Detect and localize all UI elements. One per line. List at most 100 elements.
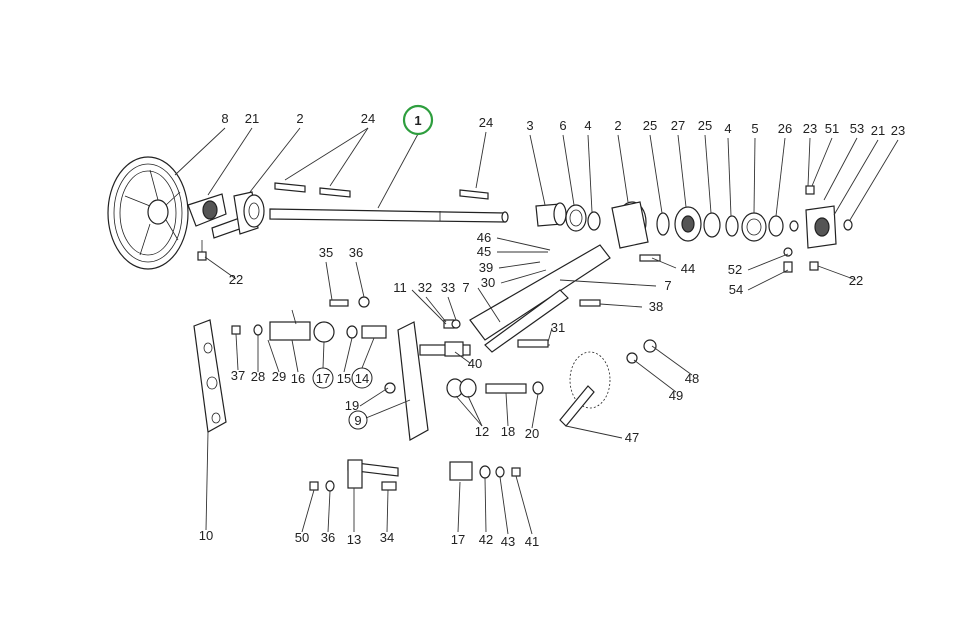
leader-line: [807, 137, 811, 187]
callout-34: 34: [380, 530, 394, 545]
leader-line: [747, 269, 789, 291]
callout-7-left: 7: [462, 280, 469, 295]
leader-line: [454, 351, 471, 364]
callout-51: 51: [825, 121, 839, 136]
callout-4-b: 4: [724, 121, 731, 136]
shaft-keys: [274, 182, 489, 200]
leader-line: [477, 287, 501, 323]
leader-line: [633, 359, 677, 393]
leader-line: [291, 339, 299, 373]
leader-line: [249, 127, 301, 193]
leader-line: [205, 431, 209, 531]
callout-14: 14: [355, 371, 369, 386]
bearing-block-right: [783, 185, 853, 273]
callout-10: 10: [199, 528, 213, 543]
callout-35: 35: [319, 245, 333, 260]
leader-line: [455, 395, 483, 427]
leader-line: [484, 477, 487, 533]
callout-44: 44: [681, 261, 695, 276]
leader-line: [498, 261, 541, 269]
leader-line: [359, 387, 389, 407]
lower-assembly: [309, 459, 521, 492]
callout-31: 31: [551, 320, 565, 335]
callout-1: 1: [414, 113, 421, 128]
leader-line: [325, 261, 333, 301]
leader-line: [811, 137, 833, 187]
leader-line: [727, 137, 732, 217]
leader-line: [329, 127, 369, 187]
callout-22-left: 22: [229, 272, 243, 287]
leader-lines: [174, 127, 899, 535]
leader-line: [457, 481, 461, 533]
leader-line: [322, 341, 325, 369]
callout-11: 11: [393, 280, 407, 295]
leader-line: [587, 134, 593, 213]
callout-28: 28: [251, 369, 265, 384]
callout-47: 47: [625, 430, 639, 445]
leader-line: [343, 337, 353, 373]
leader-line: [562, 134, 575, 206]
plate-part: [193, 319, 227, 433]
callout-23-a: 23: [803, 121, 817, 136]
leader-line: [651, 257, 677, 269]
callout-25-b: 25: [698, 118, 712, 133]
callout-4-a: 4: [584, 118, 591, 133]
right-shaft-components: [535, 201, 799, 249]
leader-line: [677, 134, 687, 208]
leader-line: [365, 399, 411, 419]
leader-line: [704, 134, 712, 214]
callout-54: 54: [729, 282, 743, 297]
callout-30: 30: [481, 275, 495, 290]
leader-line: [559, 279, 657, 287]
callout-22-right: 22: [849, 273, 863, 288]
callout-21-right: 21: [871, 123, 885, 138]
leader-line: [849, 139, 899, 221]
leader-line: [496, 237, 551, 251]
leader-line: [599, 303, 643, 308]
leader-line: [529, 134, 546, 206]
callout-3: 3: [526, 118, 533, 133]
leader-line: [499, 476, 509, 535]
callout-53: 53: [850, 121, 864, 136]
leader-line: [425, 296, 447, 323]
callout-32: 32: [418, 280, 432, 295]
leader-line: [515, 475, 533, 535]
callout-33: 33: [441, 280, 455, 295]
callout-6: 6: [559, 118, 566, 133]
leader-line: [267, 339, 280, 373]
leader-line: [284, 127, 369, 181]
callout-20: 20: [525, 426, 539, 441]
callout-12: 12: [475, 424, 489, 439]
leader-line: [500, 269, 547, 284]
callout-48: 48: [685, 371, 699, 386]
callout-16: 16: [291, 371, 305, 386]
main-shaft: [269, 208, 509, 223]
leader-line: [467, 395, 483, 427]
callout-9-circle: [348, 410, 368, 430]
callout-19: 19: [345, 398, 359, 413]
leader-line: [361, 337, 375, 369]
callout-17-bottom: 17: [451, 532, 465, 547]
parts-drawing: [107, 156, 853, 492]
leader-line: [547, 327, 553, 343]
callout-5: 5: [751, 121, 758, 136]
leader-line: [505, 392, 509, 427]
leader-line: [386, 489, 389, 533]
leader-line: [301, 489, 315, 533]
callout-labels: 1 8 21 2 24 24 3 6 4 2 25 27 25 4 5 26 2…: [199, 104, 905, 549]
callout-17-top-circle: [312, 367, 334, 389]
callout-46: 46: [477, 230, 491, 245]
callout-2-right: 2: [614, 118, 621, 133]
leader-line: [617, 134, 629, 203]
callout-45: 45: [477, 244, 491, 259]
callout-43: 43: [501, 534, 515, 549]
leader-line: [833, 139, 879, 216]
callout-29: 29: [272, 369, 286, 384]
leader-line: [411, 289, 447, 325]
leader-line: [565, 425, 623, 439]
leader-line: [475, 131, 487, 189]
leader-line: [235, 333, 239, 371]
leader-line: [753, 137, 756, 214]
callout-49: 49: [669, 388, 683, 403]
